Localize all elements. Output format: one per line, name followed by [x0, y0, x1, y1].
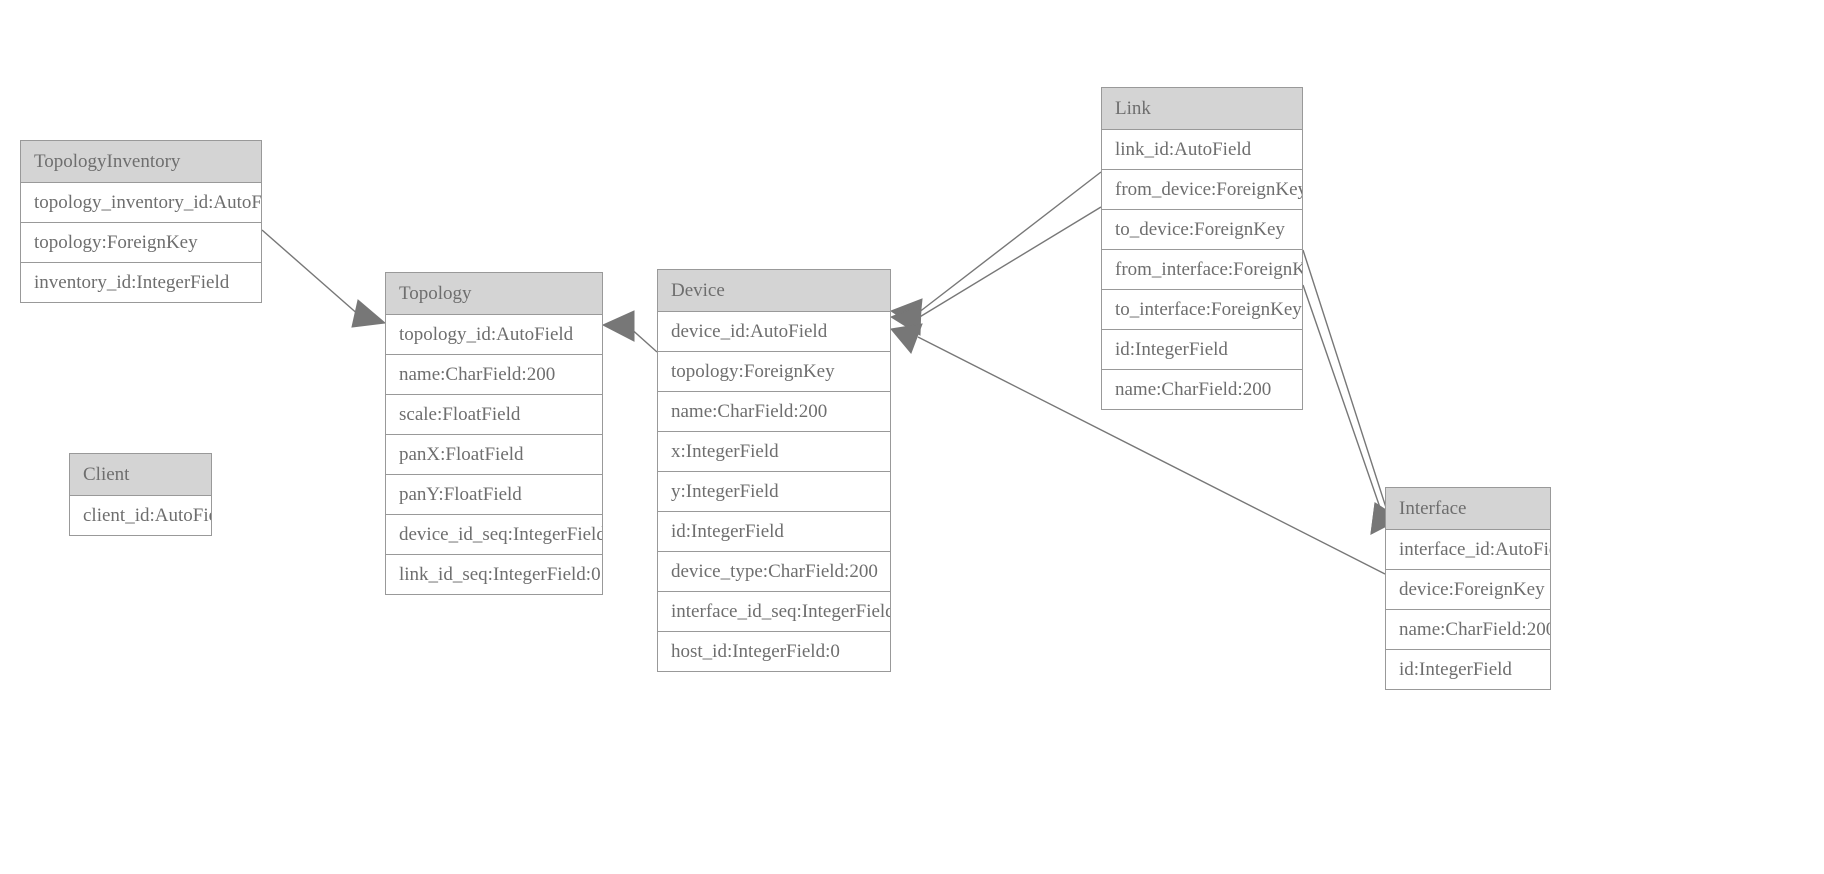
entity-title-topology: Topology: [386, 273, 602, 315]
entity-field-row: inventory_id:IntegerField: [21, 263, 261, 302]
entity-field-row: id:IntegerField: [1102, 330, 1302, 370]
entity-field-row: device:ForeignKey: [1386, 570, 1550, 610]
entity-title-link: Link: [1102, 88, 1302, 130]
entity-field-row: interface_id_seq:IntegerField:0: [658, 592, 890, 632]
relationship-topologyinventory-topology: [261, 229, 387, 328]
entity-title-interface: Interface: [1386, 488, 1550, 530]
entity-field-row: name:CharField:200: [1102, 370, 1302, 409]
entity-field-row: device_id_seq:IntegerField:0: [386, 515, 602, 555]
entity-title-device: Device: [658, 270, 890, 312]
relationship-line: [261, 229, 361, 317]
entity-field-row: link_id_seq:IntegerField:0: [386, 555, 602, 594]
relationship-arrowhead: [601, 310, 635, 342]
relationship-line: [917, 206, 1102, 319]
relationship-link-to-device: [889, 206, 1102, 336]
relationship-link-from-device: [889, 171, 1102, 330]
relationship-arrowhead: [889, 298, 923, 330]
relationship-arrowhead: [890, 323, 923, 354]
entity-field-row: topology_id:AutoField: [386, 315, 602, 355]
entity-field-row: from_device:ForeignKey: [1102, 170, 1302, 210]
entity-field-row: topology_inventory_id:AutoField: [21, 183, 261, 223]
entity-field-row: topology:ForeignKey: [658, 352, 890, 392]
entity-title-client: Client: [70, 454, 211, 496]
entity-title-topologyinventory: TopologyInventory: [21, 141, 261, 183]
entity-field-row: host_id:IntegerField:0: [658, 632, 890, 671]
relationship-arrowhead: [889, 304, 922, 336]
entity-field-row: device_id:AutoField: [658, 312, 890, 352]
relationship-line: [917, 171, 1102, 314]
entity-field-row: client_id:AutoField: [70, 496, 211, 535]
entity-field-row: name:CharField:200: [658, 392, 890, 432]
entity-field-row: panX:FloatField: [386, 435, 602, 475]
relationship-line: [627, 325, 658, 353]
entity-field-row: id:IntegerField: [1386, 650, 1550, 689]
relationship-device-topology: [601, 310, 658, 353]
entity-interface[interactable]: Interfaceinterface_id:AutoFielddevice:Fo…: [1385, 487, 1551, 690]
entity-field-row: device_type:CharField:200: [658, 552, 890, 592]
entity-field-row: to_interface:ForeignKey: [1102, 290, 1302, 330]
entity-field-row: topology:ForeignKey: [21, 223, 261, 263]
entity-field-row: name:CharField:200: [1386, 610, 1550, 650]
entity-field-row: link_id:AutoField: [1102, 130, 1302, 170]
relationship-line: [1302, 249, 1391, 521]
entity-field-row: y:IntegerField: [658, 472, 890, 512]
entity-field-row: to_device:ForeignKey: [1102, 210, 1302, 250]
entity-field-row: panY:FloatField: [386, 475, 602, 515]
entity-field-row: id:IntegerField: [658, 512, 890, 552]
entity-field-row: x:IntegerField: [658, 432, 890, 472]
relationship-arrowhead: [351, 299, 387, 328]
entity-field-row: name:CharField:200: [386, 355, 602, 395]
entity-field-row: interface_id:AutoField: [1386, 530, 1550, 570]
relationship-line: [1302, 284, 1386, 523]
entity-field-row: from_interface:ForeignKey: [1102, 250, 1302, 290]
entity-field-row: scale:FloatField: [386, 395, 602, 435]
